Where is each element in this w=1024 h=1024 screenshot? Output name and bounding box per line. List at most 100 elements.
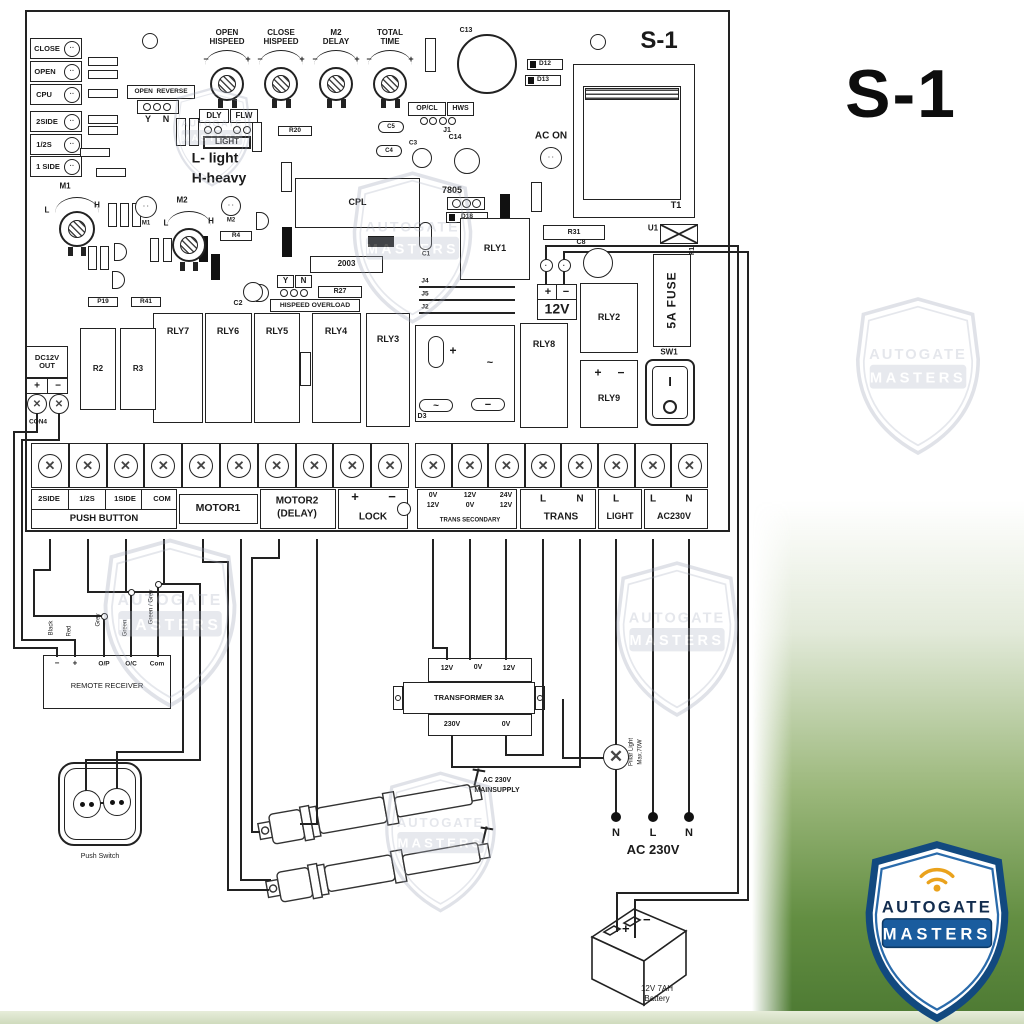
label-12v: 12V	[426, 502, 440, 510]
label-part: −	[617, 365, 625, 380]
wire-4-seg-1	[125, 539, 127, 593]
board-circle-29	[143, 103, 151, 111]
wire-8-seg-3	[227, 561, 229, 891]
board-circle-69	[127, 588, 135, 596]
label-ac-on: AC ON	[534, 130, 568, 142]
wire-19-seg-1	[562, 699, 564, 759]
wire-18-seg-1	[615, 769, 617, 814]
part-c5: C5	[378, 121, 404, 133]
wire-9-seg-2	[240, 879, 271, 881]
label-rly2: RLY2	[597, 312, 621, 323]
board-circle-11	[180, 236, 198, 254]
terminal-screw: ✕	[49, 394, 69, 414]
label-l: L	[539, 493, 547, 505]
board-circle-31	[163, 103, 171, 111]
wire-6-seg-1	[87, 539, 89, 593]
terminal-screw: ✕	[75, 453, 100, 478]
wire-22-seg-1	[545, 245, 547, 260]
label-12v: 12V	[463, 492, 477, 500]
board-part-143	[180, 262, 185, 271]
board-circle-34	[233, 126, 241, 134]
board-circle-76	[79, 801, 85, 807]
label-close-hispeed: CLOSE HISPEED	[263, 28, 299, 46]
board-part-139	[381, 99, 386, 108]
wire-2-seg-1	[58, 411, 60, 441]
label-rly7: RLY7	[166, 326, 190, 337]
label-n: N	[576, 493, 584, 505]
label-black: Black	[48, 620, 55, 636]
board-part-81	[653, 254, 691, 347]
label-c1: C1	[421, 250, 431, 258]
label-j1: J1	[443, 127, 451, 135]
board-circle-24: ··	[64, 136, 80, 153]
label-part: −	[257, 54, 263, 65]
board-part-123	[598, 489, 642, 529]
label-j5: J5	[421, 290, 429, 298]
board-part-2	[583, 86, 681, 200]
label-l: L	[649, 826, 657, 839]
board-part-29	[108, 203, 117, 227]
label-part: +	[449, 343, 457, 358]
label-o-c: O/C	[125, 660, 137, 668]
board-circle-35	[243, 126, 251, 134]
board-circle-14	[397, 502, 411, 516]
wire-28-seg-1	[419, 312, 515, 314]
board-part-71	[580, 360, 638, 428]
label-ac230v: AC230V	[656, 511, 692, 522]
label-12v: 12V	[499, 502, 513, 510]
board-circle-45	[299, 288, 309, 298]
board-part-12	[88, 89, 118, 98]
wire-19-seg-2	[562, 757, 605, 759]
wire-22-seg-5	[616, 892, 618, 932]
label-u1: U1	[647, 223, 659, 233]
board-part-11	[88, 70, 118, 79]
board-circle-79	[118, 799, 124, 805]
label-c2: C2	[233, 300, 243, 308]
wire-17-seg-1	[615, 539, 617, 746]
board-circle-68	[100, 612, 108, 620]
label-close: CLOSE	[34, 43, 60, 53]
board-part-74	[254, 313, 300, 423]
board-part-144	[193, 262, 198, 271]
board-circle-40	[451, 199, 461, 208]
part-r4: R4	[220, 231, 252, 241]
label-c3: C3	[408, 139, 418, 147]
pot-arc-5	[55, 197, 99, 213]
label-ac-230v: AC 230V	[482, 777, 512, 785]
board-circle-43	[279, 288, 289, 298]
board-part-61	[114, 243, 127, 261]
label-open-hispeed: OPEN HISPEED	[209, 28, 245, 46]
terminal-screw: ✕	[421, 453, 446, 478]
label-f1: F1	[689, 246, 697, 256]
wire-26-seg-1	[419, 286, 515, 288]
label-part: +	[351, 488, 359, 504]
pot-arc-2	[259, 50, 303, 65]
label-t1: T1	[670, 200, 682, 211]
wire-6-seg-5	[116, 751, 118, 790]
board-circle-37	[429, 117, 437, 125]
board-part-79	[419, 399, 453, 412]
wire-24-seg-1	[545, 270, 547, 285]
board-part-22	[176, 118, 186, 146]
board-circle-18	[243, 282, 263, 302]
label-part: +	[72, 658, 78, 668]
label-5a-fuse: 5A FUSE	[664, 271, 679, 329]
label-230v: 230V	[443, 721, 461, 729]
board-part-68	[460, 218, 530, 280]
wire-6-seg-2	[87, 591, 184, 593]
label-i: I	[668, 373, 672, 389]
label-motor1: MOTOR1	[195, 502, 241, 515]
svg-text:AUTOGATE: AUTOGATE	[869, 347, 967, 363]
part-r2: R2	[80, 328, 116, 410]
board-part-138	[341, 99, 346, 108]
pot-arc-6	[167, 211, 211, 226]
board-circle-26: · ·	[135, 196, 157, 218]
board-circle-77	[88, 801, 94, 807]
board-part-67	[537, 299, 577, 301]
board-circle-39	[448, 117, 456, 125]
part-y: Y	[277, 275, 294, 288]
board-part-15	[80, 148, 110, 157]
board-part-137	[327, 99, 332, 108]
label-m1: M1	[59, 181, 71, 191]
board-circle-74	[73, 790, 101, 818]
